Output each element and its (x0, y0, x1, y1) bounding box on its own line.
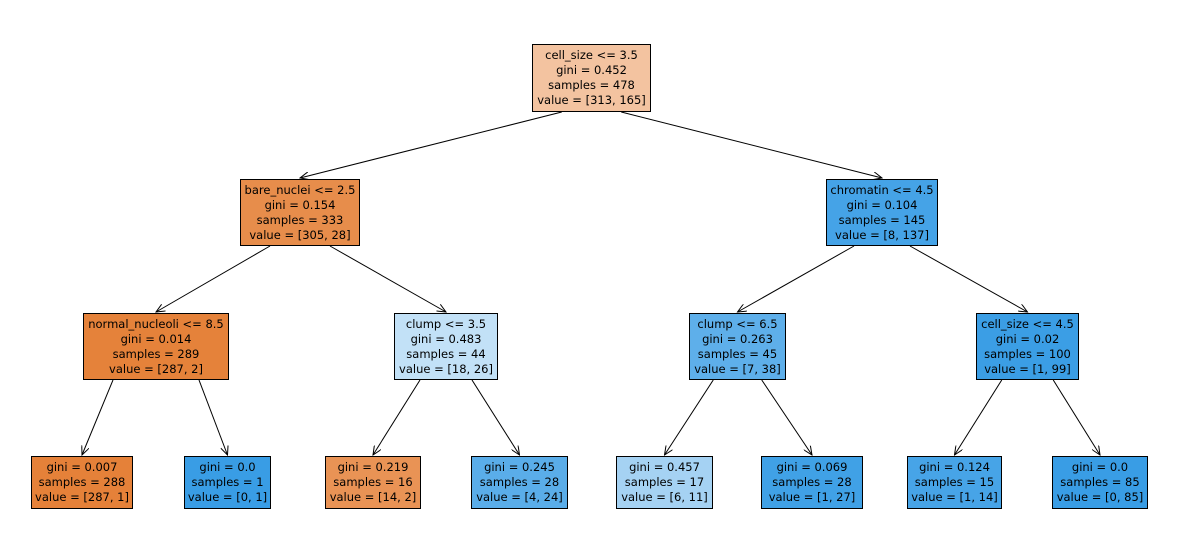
node-text-line: samples = 1 (191, 475, 264, 489)
node-text-line: gini = 0.104 (846, 197, 918, 212)
node-text-line: cell_size <= 3.5 (545, 48, 638, 62)
node-text-line: value = [14, 2] (329, 490, 417, 504)
node-text-line: samples = 289 (112, 346, 200, 361)
node-text-line: value = [18, 26] (399, 361, 493, 376)
node-text-line: value = [1, 99] (984, 361, 1071, 376)
node-text-line: gini = 0.014 (120, 331, 192, 346)
edge-n8-n9 (738, 245, 855, 312)
node-text-line: gini = 0.219 (337, 460, 409, 474)
node-text-line: value = [0, 85] (1056, 490, 1144, 504)
edge-n2-n4 (198, 379, 228, 455)
node-text-line: samples = 28 (772, 475, 852, 489)
node-text-line: value = [287, 2] (109, 361, 203, 376)
node-text-line: gini = 0.154 (264, 197, 336, 212)
node-text-line: chromatin <= 4.5 (830, 182, 934, 197)
node-text-line: clump <= 3.5 (405, 316, 487, 331)
node-text-line: gini = 0.245 (484, 460, 555, 474)
node-text-line: gini = 0.483 (410, 331, 482, 346)
node-text-line: value = [4, 24] (476, 490, 563, 504)
node-text-line: samples = 28 (479, 475, 560, 489)
edge-n9-n11 (761, 379, 812, 455)
node-text-line: samples = 44 (406, 346, 486, 361)
node-text-line: samples = 17 (624, 475, 705, 489)
edge-n9-n10 (665, 379, 714, 455)
edge-n12-n13 (955, 379, 1003, 455)
node-text-line: gini = 0.0 (1071, 460, 1129, 474)
edge-n0-n8 (621, 111, 882, 178)
node-text-line: bare_nuclei <= 2.5 (244, 182, 356, 197)
node-text-line: gini = 0.124 (919, 460, 990, 474)
node-text-line: samples = 45 (697, 346, 778, 361)
node-text-line: value = [0, 1] (187, 490, 268, 504)
node-text-line: samples = 16 (333, 475, 413, 489)
node-text-line: value = [1, 27] (768, 490, 856, 504)
node-text-line: value = [8, 137] (835, 227, 929, 242)
node-text-line: value = [305, 28] (249, 227, 351, 242)
node-text-line: samples = 85 (1060, 475, 1140, 489)
node-text-line: samples = 478 (548, 78, 635, 92)
edge-n8-n12 (909, 245, 1028, 312)
node-text-line: gini = 0.452 (556, 63, 627, 77)
edge-n12-n14 (1052, 379, 1100, 455)
edge-n0-n1 (300, 111, 562, 178)
node-text-line: normal_nucleoli <= 8.5 (88, 316, 224, 331)
edge-n1-n2 (156, 245, 271, 312)
edge-n5-n7 (471, 379, 520, 455)
node-text-line: value = [287, 1] (35, 490, 129, 504)
node-text-line: clump <= 6.5 (697, 316, 778, 331)
node-text-line: gini = 0.069 (776, 460, 848, 474)
node-text-line: samples = 100 (984, 346, 1071, 361)
node-text-line: value = [1, 14] (911, 490, 998, 504)
node-text-line: samples = 288 (38, 475, 126, 489)
node-text-line: value = [7, 38] (694, 361, 781, 376)
node-text-line: value = [313, 165] (537, 93, 646, 107)
node-text-line: gini = 0.263 (702, 331, 773, 346)
edge-n1-n5 (329, 245, 446, 312)
node-text-line: value = [6, 11] (621, 490, 708, 504)
node-text-line: gini = 0.457 (629, 460, 700, 474)
edge-n2-n3 (82, 379, 114, 455)
edge-n5-n6 (373, 379, 421, 455)
node-text-line: samples = 333 (256, 212, 344, 227)
node-text-line: samples = 15 (914, 475, 995, 489)
node-text-line: cell_size <= 4.5 (981, 316, 1074, 331)
node-text-line: gini = 0.007 (46, 460, 118, 474)
node-text-line: samples = 145 (838, 212, 926, 227)
node-text-line: gini = 0.02 (995, 331, 1060, 346)
node-text-line: gini = 0.0 (199, 460, 256, 474)
